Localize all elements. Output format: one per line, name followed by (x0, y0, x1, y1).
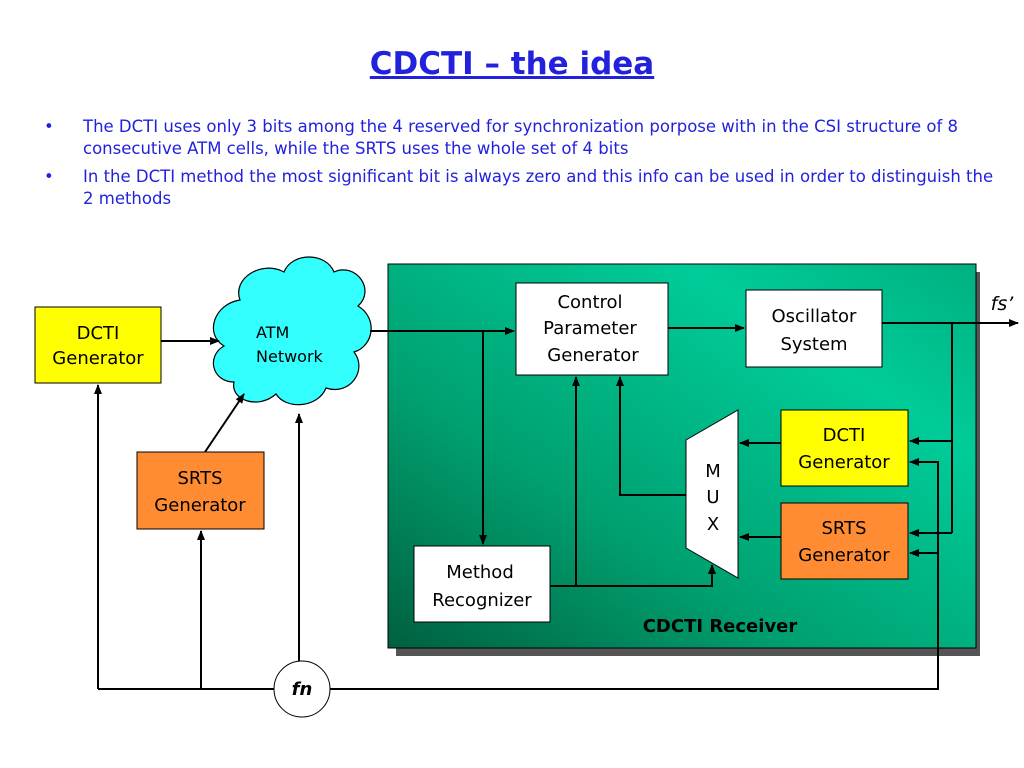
method-recognizer: Method Recognizer (413, 545, 551, 623)
bullet-text: In the DCTI method the most significant … (83, 167, 994, 208)
bullet-item: • In the DCTI method the most significan… (44, 166, 994, 210)
bullet-item: • The DCTI uses only 3 bits among the 4 … (44, 116, 994, 160)
srts-right-line2: Generator (798, 545, 890, 566)
mux-m: M (705, 461, 721, 482)
srts-left-line1: SRTS (177, 468, 222, 489)
dcti-right-line2: Generator (798, 452, 890, 473)
arrow-fn-to-srts-right (330, 549, 939, 690)
bullet-marker: • (44, 167, 54, 186)
arrow-mux-to-cpg (616, 376, 686, 496)
receiver-label: CDCTI Receiver (643, 616, 798, 637)
oscillator-system: Oscillator System (745, 289, 883, 368)
bullet-list: • The DCTI uses only 3 bits among the 4 … (44, 116, 994, 216)
connections (94, 319, 1019, 690)
cpg-line3: Generator (547, 345, 639, 366)
atm-line2: Network (256, 347, 324, 366)
arrow-fn-to-dcti-right (909, 458, 939, 553)
cpg-line1: Control (557, 292, 622, 313)
osc-line1: Oscillator (772, 306, 858, 327)
mr-line2: Recognizer (432, 590, 532, 611)
arrow-srts-to-atm (204, 393, 245, 453)
control-parameter-generator: Control Parameter Generator (515, 282, 669, 376)
slide-title: CDCTI – the idea (369, 46, 655, 82)
srts-generator-right: SRTS Generator (780, 502, 909, 580)
arrow-mr-to-mux (576, 564, 716, 587)
srts-generator-left: SRTS Generator (136, 451, 265, 530)
dcti-left-line2: Generator (52, 348, 144, 369)
mux: M U X (685, 409, 739, 579)
fn-clock-source: fn (273, 660, 331, 718)
dcti-right-line1: DCTI (823, 425, 866, 446)
mux-u: U (706, 487, 719, 508)
srts-right-line1: SRTS (821, 518, 866, 539)
output-label: fs’ (991, 293, 1015, 315)
bullet-marker: • (44, 117, 54, 136)
srts-left-line2: Generator (154, 495, 246, 516)
atm-network-cloud: ATM Network (212, 256, 372, 406)
dcti-generator-left: DCTI Generator (34, 306, 162, 384)
dcti-left-line1: DCTI (77, 323, 120, 344)
osc-line2: System (780, 334, 847, 355)
bullet-text: The DCTI uses only 3 bits among the 4 re… (83, 117, 959, 158)
atm-line1: ATM (256, 323, 289, 342)
mux-x: X (707, 514, 719, 535)
dcti-generator-right: DCTI Generator (780, 409, 909, 487)
fn-label: fn (292, 679, 313, 700)
cpg-line2: Parameter (543, 318, 637, 339)
mr-line1: Method (446, 562, 514, 583)
